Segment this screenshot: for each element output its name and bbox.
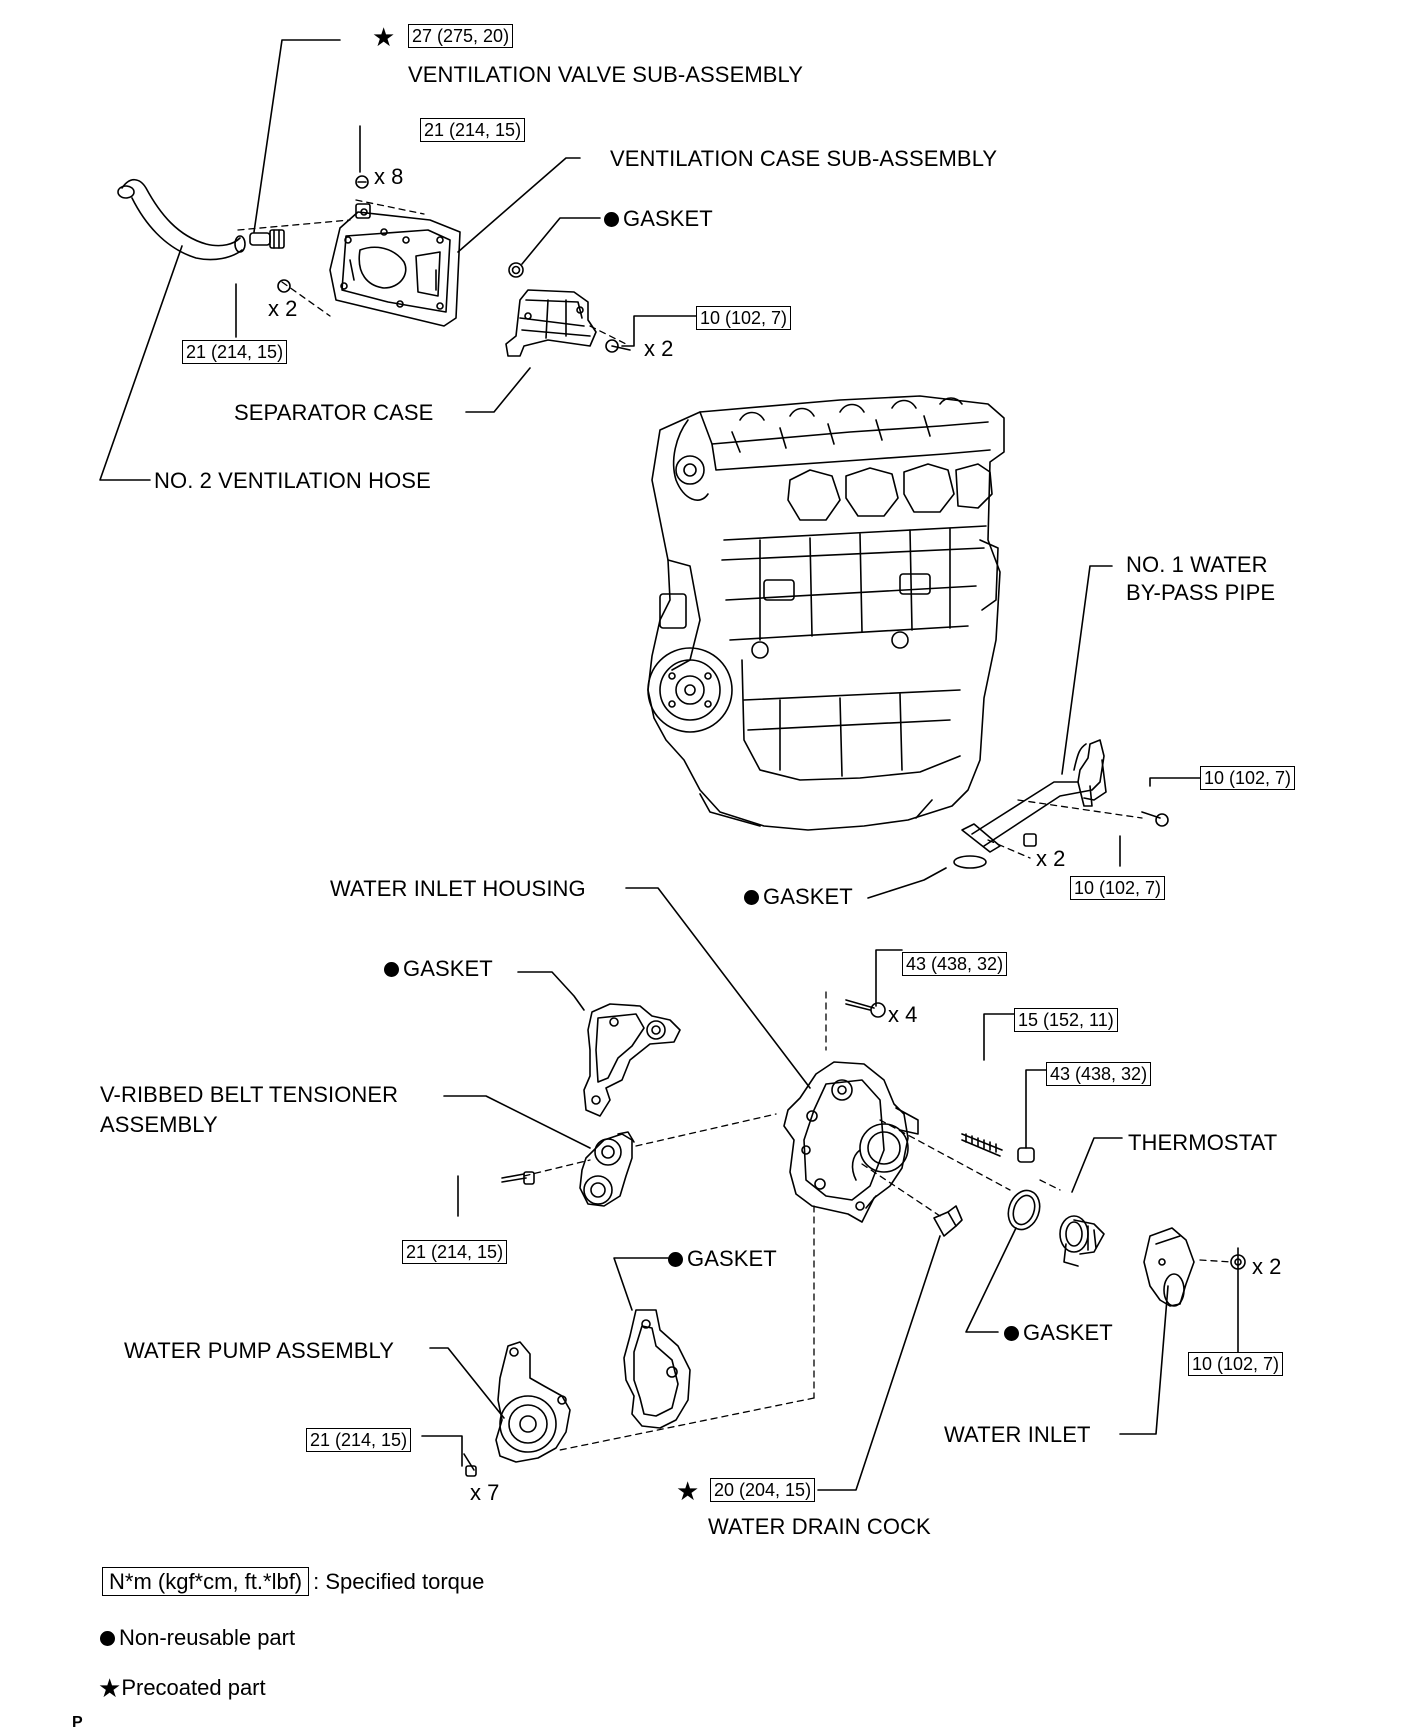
pump-bolt-part [463,1453,477,1477]
qty-pipe: x 2 [1036,846,1066,871]
nonreusable-icon [604,212,619,227]
thermostat-part [1059,1215,1105,1267]
torque-separator: 10 (102, 7) [696,306,792,330]
water-inlet-housing-part [783,1061,919,1223]
gasket-pump-label: GASKET [668,1246,777,1272]
water-inlet-part [1143,1227,1195,1307]
legend-torque: N*m (kgf*cm, ft.*lbf): Specified torque [102,1567,485,1596]
water-drain-cock-label: WATER DRAIN COCK [708,1514,931,1539]
gasket-housing-label: GASKET [384,956,493,982]
nonreusable-icon [668,1252,683,1267]
torque-nut: 43 (438, 32) [1046,1062,1152,1086]
thermostat-label: THERMOSTAT [1128,1130,1278,1155]
precoated-icon: ★ [98,1673,122,1703]
separator-case-label: SEPARATOR CASE [234,400,434,425]
qty-case-left: x 2 [268,296,298,321]
water-pump-part [495,1341,571,1463]
water-pump-label: WATER PUMP ASSEMBLY [124,1338,395,1363]
water-inlet-label: WATER INLET [944,1422,1091,1447]
water-inlet-housing-label: WATER INLET HOUSING [330,876,586,901]
ventilation-case-label: VENTILATION CASE SUB-ASSEMBLY [610,146,998,171]
ventilation-hose-part [117,178,246,261]
torque-drain: 20 (204, 15) [710,1478,816,1502]
torque-case-left: 21 (214, 15) [182,340,288,364]
no1-water-bypass-pipe-label-line2: BY-PASS PIPE [1126,580,1276,605]
qty-housing: x 4 [888,1002,918,1027]
qty-inlet: x 2 [1252,1254,1282,1279]
thermostat-gasket-part [1007,1189,1041,1231]
gasket-pipe-label: GASKET [744,884,853,910]
gasket-thermostat-label: GASKET [1004,1320,1113,1346]
qty-pump: x 7 [470,1480,500,1505]
legend-nonreusable: Non-reusable part [100,1624,295,1652]
belt-tensioner-label-line1: V-RIBBED BELT TENSIONER [100,1082,399,1107]
bolt-parts-top [277,175,631,353]
belt-tensioner-part [579,1131,635,1207]
torque-stud: 15 (152, 11) [1014,1008,1118,1032]
torque-valve: 27 (275, 20) [408,24,514,48]
nonreusable-icon [1004,1326,1019,1341]
qty-separator: x 2 [644,336,674,361]
torque-tensioner: 21 (214, 15) [402,1240,508,1264]
ventilation-valve-part [249,229,285,249]
torque-pump: 21 (214, 15) [306,1428,412,1452]
pump-gasket-part [623,1309,691,1429]
housing-fasteners-part [845,999,1035,1163]
legend-precoated: ★Precoated part [98,1673,266,1703]
housing-gasket-part [583,1003,681,1117]
belt-tensioner-label-line2: ASSEMBLY [100,1112,218,1137]
nonreusable-icon [744,890,759,905]
torque-case-top: 21 (214, 15) [420,118,526,142]
no2-ventilation-hose-label: NO. 2 VENTILATION HOSE [154,468,431,493]
nonreusable-icon [100,1631,115,1646]
inlet-nut-part [1230,1254,1246,1270]
precoated-icon-drain: ★ [676,1476,700,1506]
drain-cock-part [933,1205,963,1237]
torque-inlet: 10 (102, 7) [1188,1352,1284,1376]
engine-assembly-part [647,395,1005,831]
nonreusable-icon [384,962,399,977]
page-code: P [72,1714,83,1731]
water-bypass-pipe-part [953,739,1169,869]
precoated-icon-valve: ★ [372,22,396,52]
legend-torque-box: N*m (kgf*cm, ft.*lbf) [102,1567,310,1596]
separator-case-part [505,289,597,357]
ventilation-case-part [329,203,461,327]
gasket-top-label: GASKET [604,206,713,232]
torque-pipe-upper: 10 (102, 7) [1200,766,1296,790]
no1-water-bypass-pipe-label-line1: NO. 1 WATER [1126,552,1268,577]
leader-lines [99,39,1239,1491]
legend-torque-text: : Specified torque [313,1569,485,1594]
ventilation-valve-label: VENTILATION VALVE SUB-ASSEMBLY [408,62,804,87]
torque-housing-top: 43 (438, 32) [902,952,1008,976]
tensioner-bolt-part [501,1171,535,1185]
qty-case-bolts: x 8 [374,164,404,189]
torque-pipe-lower: 10 (102, 7) [1070,876,1166,900]
